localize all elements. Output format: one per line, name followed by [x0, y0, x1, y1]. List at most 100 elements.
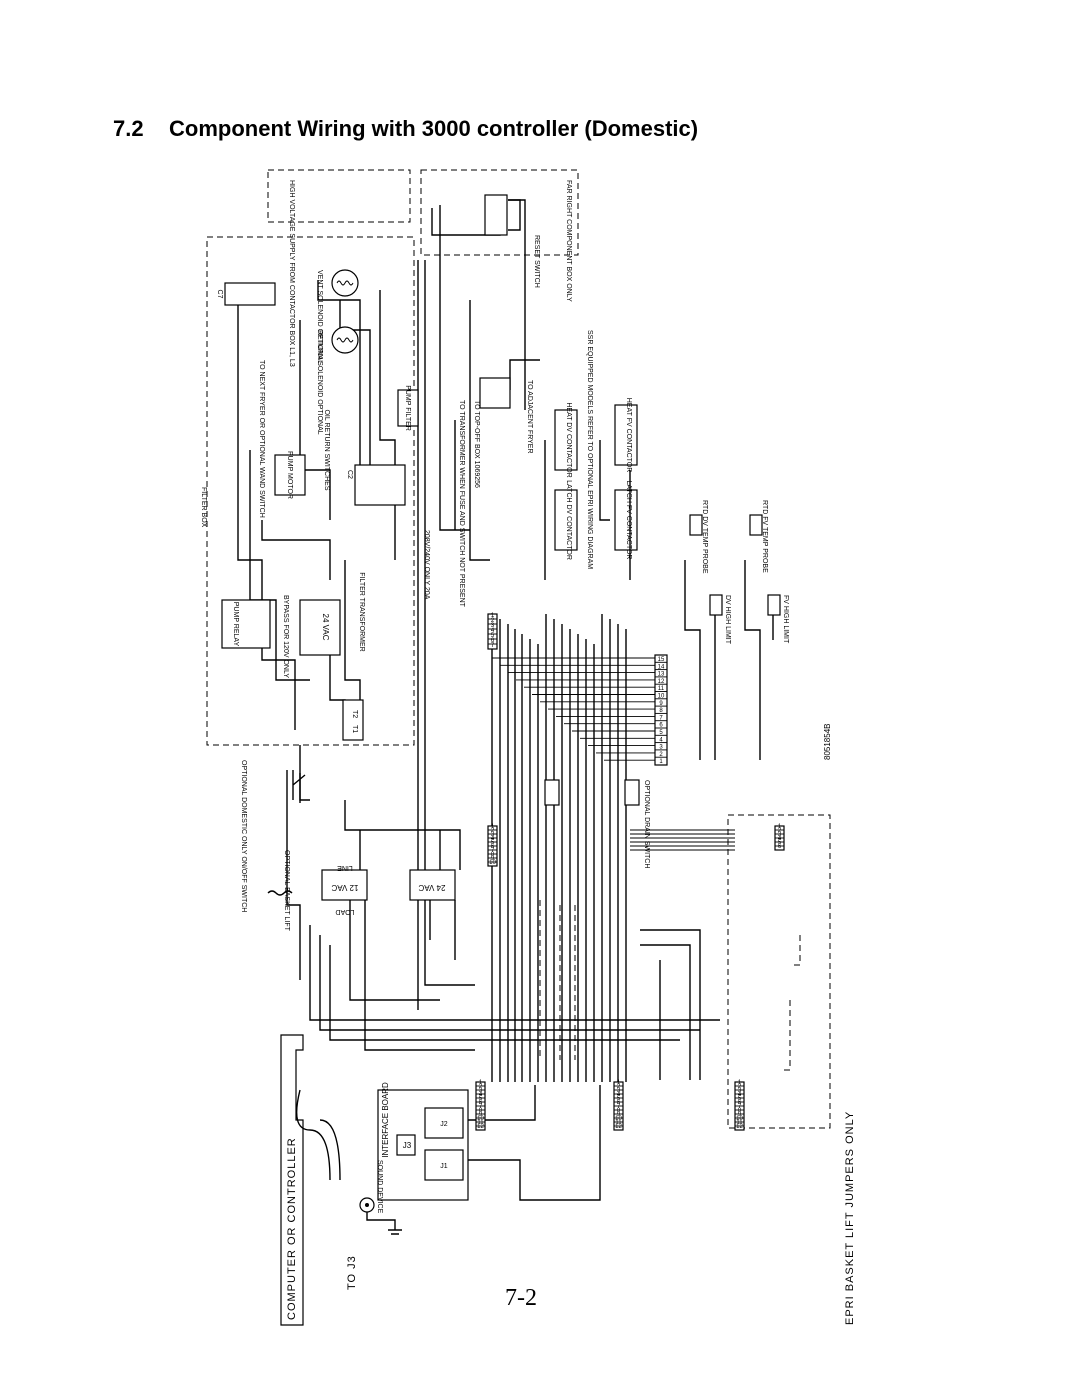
drain-switch: OPTIONAL DRAIN SWITCH	[544, 779, 650, 868]
j1strip-pin-number: 3	[479, 1088, 483, 1094]
j4epri-pin-number: 5	[778, 840, 782, 846]
j2-feed	[640, 929, 701, 1080]
j1strip-pin-number: 6	[479, 1100, 483, 1106]
j1strip-pin-number: 10	[477, 1116, 484, 1122]
main-connector-pin: 5	[659, 730, 663, 736]
main-connector-pin: 8	[659, 708, 663, 714]
transformer-12vac-label: 12 VAC	[331, 883, 358, 892]
j2strip-pin-number: 11	[615, 1120, 622, 1126]
j2strip-pin-number: 3	[617, 1088, 621, 1094]
j2epri-pin-number: 3	[738, 1088, 742, 1094]
reset-switch: RESET SWITCH	[484, 194, 540, 288]
j1strip-pin-number: 8	[479, 1108, 483, 1114]
j4epri-pin-number: 4	[778, 836, 782, 842]
j2strip-pin-number: 9	[617, 1112, 621, 1118]
sound-device-dot	[365, 1203, 369, 1207]
j2epri-pin-number: 10	[736, 1116, 743, 1122]
interface-board: INTERFACE BOARD J3 J2 J1	[377, 1082, 469, 1201]
j4strip-pin-number: 4	[491, 836, 495, 842]
c2-label: C2	[346, 470, 353, 479]
oil-return-switches: OIL RETURN SWITCHES	[323, 409, 330, 490]
pump-filter-label: PUMP FILTER	[404, 385, 411, 431]
to-j3-cable-b	[319, 1119, 341, 1181]
transformer-12vac: 12 VAC LINE LOAD	[321, 864, 368, 915]
latch-fv-contactor-label: LATCH FV CONTACTOR	[625, 481, 632, 560]
fv-high-limit-label: FV HIGH LIMIT	[782, 595, 789, 644]
latch-dv-contactor-label: LATCH DV CONTACTOR	[565, 480, 572, 560]
c1strip-pin-number: 7	[491, 643, 495, 649]
pump-motor-label: PUMP MOTOR	[286, 451, 293, 499]
onoff-switch-label: OPTIONAL DOMESTIC ONLY ON/OFF SWITCH	[240, 760, 247, 912]
j2-board-label: J2	[440, 1121, 448, 1128]
j2strip-pin-number: 4	[617, 1092, 621, 1098]
j2epri-pin-number: 7	[738, 1104, 742, 1110]
dv-temp-probe-label: RTD DV TEMP PROBE	[701, 500, 708, 574]
adjacent-fryer-label: TO ADJACENT FRYER	[526, 380, 533, 454]
c1strip-pin-number: 2	[491, 618, 495, 624]
c1strip-pin-number: 1	[491, 613, 495, 619]
high-voltage-region	[267, 169, 411, 223]
j2strip-pin-number: 10	[615, 1116, 622, 1122]
adjacent-fryer-block: TO ADJACENT FRYER TO TRANSFORMER WHEN FU…	[258, 360, 533, 678]
voltage-note: 208V/240V ONLY 20A	[423, 530, 430, 600]
j4strip-pin-number: 10	[489, 860, 496, 866]
main-connector-pin: 9	[659, 701, 663, 707]
j2epri-pin-number: 5	[738, 1096, 742, 1102]
c1strip-pin-number: 6	[491, 638, 495, 644]
computer-bracket	[280, 1034, 304, 1326]
filter-box-region	[206, 236, 415, 746]
transformer-24vac-b: 24 VAC	[409, 869, 456, 901]
j4strip-pin-number: 5	[491, 840, 495, 846]
to-j3-label: TO J3	[346, 1255, 358, 1290]
main-connector-pin: 3	[659, 745, 663, 751]
j1strip-pin-number: 12	[477, 1124, 484, 1130]
epri-label: EPRI BASKET LIFT JUMPERS ONLY	[844, 1111, 856, 1325]
t-terminals: T2 T1	[342, 699, 364, 741]
main-connector-pin: 12	[658, 679, 665, 685]
j2strip-pin-number: 6	[617, 1100, 621, 1106]
main-connector-pin: 11	[658, 686, 665, 692]
j2strip-pin-number: 7	[617, 1104, 621, 1110]
main-connector-pin: 10	[658, 694, 665, 700]
epri-inline	[780, 935, 801, 1071]
board-lead-a	[468, 1085, 536, 1121]
fv-temp-probe-label: RTD FV TEMP PROBE	[761, 500, 768, 573]
load-label-a: LOAD	[335, 908, 354, 915]
j1strip-pin-number: 7	[479, 1104, 483, 1110]
j1strip-pin-number: 1	[479, 1080, 483, 1086]
oil-return-label: OIL RETURN SWITCHES	[323, 409, 330, 490]
onoff-switch: OPTIONAL DOMESTIC ONLY ON/OFF SWITCH	[240, 760, 306, 912]
dv-high-limit-label: DV HIGH LIMIT	[724, 595, 731, 645]
bypass-note: BYPASS FOR 120V ONLY	[282, 595, 289, 678]
epri-region	[727, 814, 831, 1129]
j1strip-pin-number: 9	[479, 1112, 483, 1118]
j2strip-pin-number: 5	[617, 1096, 621, 1102]
j1strip-pin-number: 2	[479, 1084, 483, 1090]
j4epri-pin-number: 6	[778, 844, 782, 850]
j4epri-pin-number: 3	[778, 832, 782, 838]
j2epri-pin-number: 4	[738, 1092, 742, 1098]
to-j3-cable	[296, 1089, 331, 1181]
j3-label: J3	[403, 1141, 412, 1150]
transformer-note: TO TRANSFORMER WHEN FUSE AND SWITCH NOT …	[458, 400, 465, 608]
j4strip-pin-number: 1	[491, 824, 495, 830]
main-connector-pin: 6	[659, 723, 663, 729]
j4strip-pin-number: 6	[491, 844, 495, 850]
interface-board-label: INTERFACE BOARD	[381, 1082, 390, 1158]
filter-transformer-label: FILTER TRANSFORMER	[358, 572, 365, 651]
j2epri-pin-number: 11	[736, 1120, 743, 1126]
pump-motor: PUMP MOTOR	[274, 451, 306, 499]
j2epri-pin-number: 9	[738, 1112, 742, 1118]
section-title: Component Wiring with 3000 controller (D…	[169, 116, 699, 141]
filter-wiring	[237, 199, 540, 1051]
solenoids: VENT SOLENOID OPTIONAL RETURN SOLENOID O…	[316, 269, 359, 435]
transformer-24vac-a: 24 VAC	[321, 614, 330, 641]
